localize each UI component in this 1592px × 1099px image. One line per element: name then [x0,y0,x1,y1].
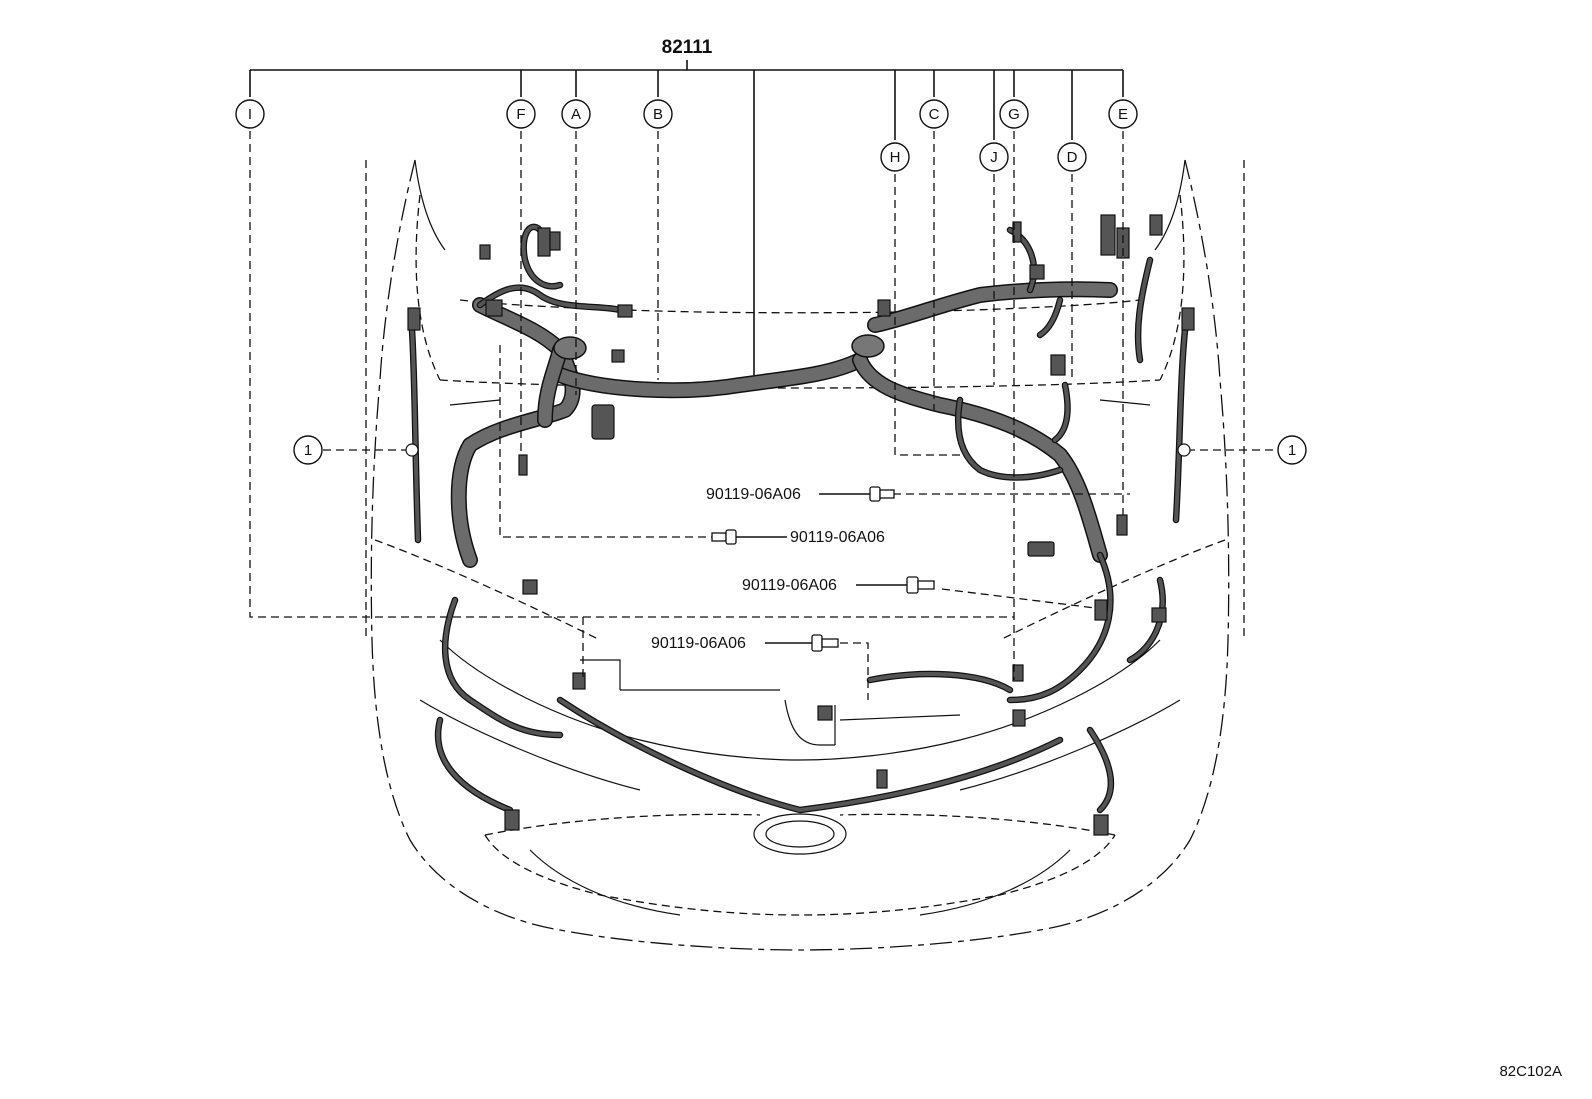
callout-d: D [1057,142,1087,172]
callout-f-label: F [516,106,525,123]
bolt-4: 90119-06A06 [651,634,839,652]
callout-j: J [979,142,1009,172]
bolt-3: 90119-06A06 [742,576,935,594]
callout-g-label: G [1008,106,1020,123]
bolt-icon [869,486,895,502]
part-number-label: 82111 [662,37,713,58]
leader-lines [249,60,1277,700]
connectors [407,214,1195,836]
clips [405,443,1191,457]
bolt-3-part-number: 90119-06A06 [742,577,837,594]
callout-c-label: C [929,106,940,123]
callout-1-right: 1 [1277,435,1307,465]
bolt-2-part-number: 90119-06A06 [790,529,885,546]
vehicle-outline [365,159,1245,951]
callout-h-label: H [890,149,901,166]
callout-h: H [880,142,910,172]
callout-c: C [919,99,949,129]
bolt-2: 90119-06A06 [711,529,885,546]
bolt-icon [811,634,839,652]
callout-a: A [561,99,591,129]
bolt-icon [906,576,935,594]
callout-d-label: D [1067,149,1078,166]
callout-g: G [999,99,1029,129]
bolt-1-part-number: 90119-06A06 [706,486,801,503]
main-harness [450,281,1118,568]
branch-wires [408,223,1189,814]
callout-a-label: A [571,106,581,123]
bolt-4-part-number: 90119-06A06 [651,635,746,652]
figure-code: 82C102A [1499,1063,1562,1080]
callout-1-right-label: 1 [1288,442,1296,459]
callout-j-label: J [990,149,998,166]
callout-1-left: 1 [293,435,323,465]
callout-e-label: E [1118,106,1128,123]
callout-1-left-label: 1 [304,442,312,459]
bolt-icon [711,529,737,545]
callout-e: E [1108,99,1138,129]
callout-i: I [235,99,265,129]
bolt-1: 90119-06A06 [706,486,895,503]
callout-i-label: I [248,106,252,123]
callout-f: F [506,99,536,129]
callout-b: B [643,99,673,129]
callout-b-label: B [653,106,663,123]
